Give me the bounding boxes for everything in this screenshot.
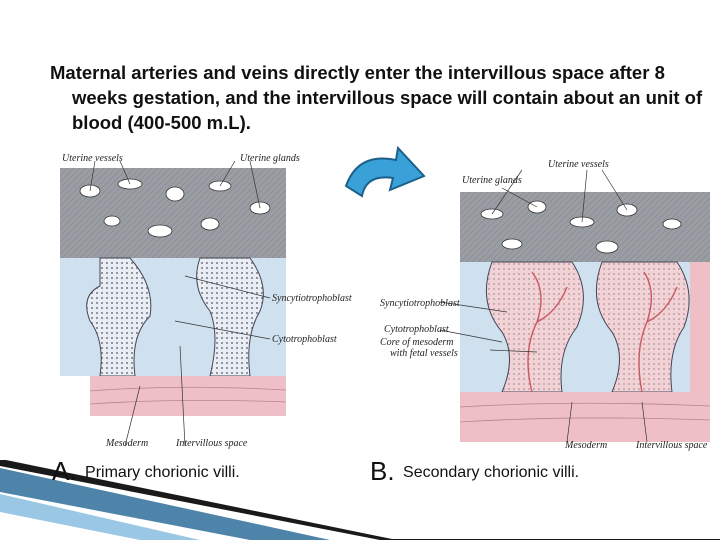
secondary-villi-drawing (439, 169, 710, 443)
label-core-mesoderm-line1: Core of mesoderm (380, 337, 454, 348)
label-mesoderm-a: Mesoderm (106, 438, 149, 449)
label-uterine-glands-b: Uterine glands (462, 175, 522, 186)
mesoderm-layer (90, 376, 286, 416)
mesoderm-layer-b (460, 392, 710, 442)
label-core-mesoderm-line2: with fetal vessels (390, 348, 458, 359)
label-mesoderm-b: Mesoderm (565, 440, 608, 451)
caption-b-text: Secondary chorionic villi. (403, 464, 580, 481)
caption-b-letter: B. (370, 456, 395, 486)
label-syncytiotrophoblast-a: Syncytiotrophoblast (272, 293, 352, 304)
caption-a-text: Primary chorionic villi. (85, 464, 240, 481)
intro-paragraph: Maternal arteries and veins directly ent… (50, 62, 703, 133)
label-uterine-glands-a: Uterine glands (240, 153, 300, 164)
caption-a-letter: A. (52, 456, 77, 486)
primary-villi-illustration (60, 146, 286, 456)
fetal-vessels (527, 271, 678, 393)
label-cytotrophoblast-a: Cytotrophoblast (272, 334, 337, 345)
label-uterine-vessels-b: Uterine vessels (548, 159, 609, 170)
curved-arrow-icon (338, 145, 430, 216)
label-cytotrophoblast-b: Cytotrophoblast (384, 324, 449, 335)
label-uterine-vessels-a: Uterine vessels (62, 153, 123, 164)
label-intervillous-space-b: Intervillous space (636, 440, 708, 451)
label-syncytiotrophoblast-b: Syncytiotrophoblast (380, 298, 460, 309)
primary-villi-drawing (60, 160, 286, 447)
caption-b: B. Secondary chorionic villi. (370, 456, 579, 487)
secondary-villi-illustration (372, 152, 710, 458)
decorative-bottom-rule (0, 460, 720, 540)
caption-a: A. Primary chorionic villi. (52, 456, 240, 487)
label-intervillous-space-a: Intervillous space (176, 438, 248, 449)
